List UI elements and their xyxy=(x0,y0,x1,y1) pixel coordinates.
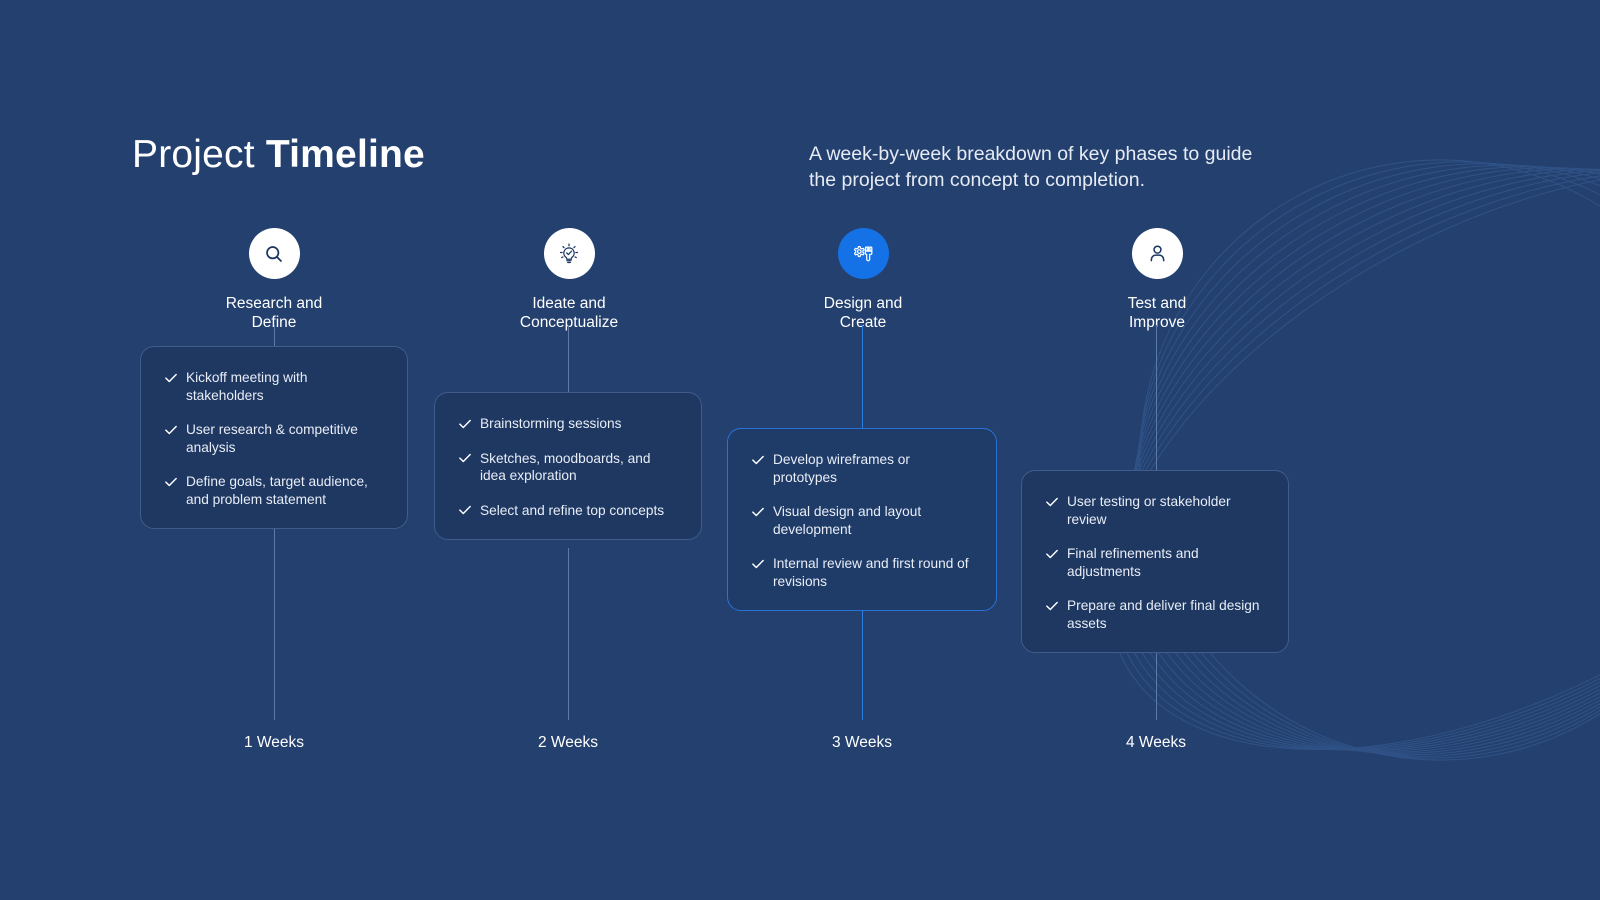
page-header: Project Timeline A week-by-week breakdow… xyxy=(0,0,1600,215)
list-item-text: Brainstorming sessions xyxy=(480,416,622,431)
check-icon xyxy=(459,415,471,433)
timeline-step-ideate-and-conceptualize[interactable]: Ideate and Conceptualize xyxy=(422,228,716,332)
gear-paintbrush-icon xyxy=(850,241,876,267)
connector-line-step-3-top xyxy=(861,325,864,429)
list-item-text: Develop wireframes or prototypes xyxy=(773,452,910,485)
connector-line-step-4-top xyxy=(1156,325,1158,471)
connector-line-step-1-top xyxy=(273,325,275,347)
list-item-text: User testing or stakeholder review xyxy=(1067,494,1231,527)
list-item-text: Visual design and layout development xyxy=(773,504,922,537)
page-title-light: Project xyxy=(132,133,255,176)
list-item: Develop wireframes or prototypes xyxy=(752,451,972,486)
list-item-text: Final refinements and adjustments xyxy=(1067,546,1199,579)
step-icon-circle[interactable] xyxy=(1131,228,1183,279)
list-item: Sketches, moodboards, and idea explorati… xyxy=(459,450,677,485)
check-icon xyxy=(1046,597,1058,615)
week-label-step-1: 1 Weeks xyxy=(243,734,305,751)
list-item: Select and refine top concepts xyxy=(459,502,677,520)
step-icon-wrap xyxy=(1010,228,1304,279)
user-icon xyxy=(1146,242,1169,265)
connector-line-step-1-bottom xyxy=(273,505,275,720)
page-title-bold: Timeline xyxy=(265,133,425,176)
check-icon xyxy=(165,369,177,387)
list-item: Define goals, target audience, and probl… xyxy=(165,473,383,508)
check-icon xyxy=(165,473,177,491)
step-icon-circle-active[interactable] xyxy=(837,228,889,279)
list-item: Internal review and first round of revis… xyxy=(752,555,972,590)
step-label: Research and Define xyxy=(225,295,323,331)
check-icon xyxy=(459,502,471,520)
check-icon xyxy=(459,450,471,468)
list-item: Kickoff meeting with stakeholders xyxy=(165,369,383,404)
check-icon xyxy=(752,555,764,573)
week-label-step-4: 4 Weeks xyxy=(1125,734,1187,751)
timeline-step-research-and-define[interactable]: Research and Define xyxy=(127,228,421,332)
list-item-text: Select and refine top concepts xyxy=(480,502,665,518)
connector-line-step-2-bottom xyxy=(568,548,570,720)
list-item: User research & competitive analysis xyxy=(165,421,383,456)
list-item-text: User research & competitive analysis xyxy=(186,422,358,455)
connector-line-step-3-bottom xyxy=(861,586,864,720)
list-item: User testing or stakeholder review xyxy=(1046,493,1264,528)
list-item: Final refinements and adjustments xyxy=(1046,545,1264,580)
search-icon xyxy=(263,243,285,265)
week-label-step-3: 3 Weeks xyxy=(831,734,893,751)
timeline-card-test-and-improve[interactable]: User testing or stakeholder review Final… xyxy=(1021,470,1289,653)
page-title: Project Timeline xyxy=(132,131,425,179)
check-icon xyxy=(165,421,177,439)
list-item-text: Sketches, moodboards, and idea explorati… xyxy=(480,450,651,484)
step-label: Design and Create xyxy=(823,295,903,331)
step-icon-circle[interactable] xyxy=(543,228,595,279)
connector-line-step-2-top xyxy=(568,325,570,393)
check-icon xyxy=(1046,493,1058,511)
step-icon-wrap xyxy=(422,228,716,279)
list-item-text: Define goals, target audience, and probl… xyxy=(186,474,368,507)
step-icon-wrap xyxy=(716,228,1010,279)
step-label: Ideate and Conceptualize xyxy=(519,295,619,331)
list-item: Visual design and layout development xyxy=(752,503,972,538)
list-item: Prepare and deliver final design assets xyxy=(1046,597,1264,632)
step-icon-wrap xyxy=(127,228,421,279)
list-item-text: Kickoff meeting with stakeholders xyxy=(186,370,308,403)
lightbulb-check-icon xyxy=(556,241,582,267)
week-label-step-2: 2 Weeks xyxy=(537,734,599,751)
list-item-text: Internal review and first round of revis… xyxy=(773,556,969,589)
list-item: Brainstorming sessions xyxy=(459,415,677,433)
timeline-step-test-and-improve[interactable]: Test and Improve xyxy=(1010,228,1304,332)
list-item-text: Prepare and deliver final design assets xyxy=(1067,598,1260,631)
timeline-card-design-and-create[interactable]: Develop wireframes or prototypes Visual … xyxy=(727,428,997,611)
check-icon xyxy=(752,503,764,521)
check-icon xyxy=(1046,545,1058,563)
step-icon-circle[interactable] xyxy=(248,228,300,279)
timeline-card-ideate-and-conceptualize[interactable]: Brainstorming sessions Sketches, moodboa… xyxy=(434,392,702,540)
timeline-card-research-and-define[interactable]: Kickoff meeting with stakeholders User r… xyxy=(140,346,408,529)
check-icon xyxy=(752,451,764,469)
timeline-step-design-and-create[interactable]: Design and Create xyxy=(716,228,1010,332)
